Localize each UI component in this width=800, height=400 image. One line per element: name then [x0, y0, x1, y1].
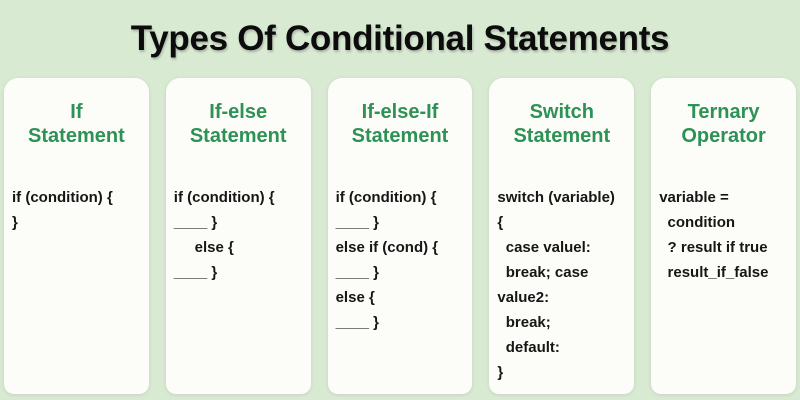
card-title: Ternary Operator	[681, 101, 766, 147]
card-title: If Statement	[28, 101, 125, 147]
card-if-else-statement: If-else Statement if (condition) { ____ …	[165, 78, 311, 394]
card-if-statement: If Statement if (condition) { }	[4, 78, 149, 394]
page-title: Types Of Conditional Statements	[130, 19, 670, 58]
card-title: Switch Statement	[513, 101, 611, 147]
card-code: switch (variable) { case valuel: break; …	[497, 189, 615, 381]
card-title: If-else Statement	[189, 101, 287, 147]
card-code: if (condition) { ____ } else if (cond) {…	[335, 189, 439, 331]
card-code: if (condition) { ____ } else { ____ }	[173, 189, 275, 281]
card-ternary-operator: Ternary Operator variable = condition ? …	[651, 78, 796, 394]
cards-container: If Statement if (condition) { } If-else …	[0, 78, 800, 397]
card-title: If-else-If Statement	[351, 101, 449, 147]
card-switch-statement: Switch Statement switch (variable) { cas…	[489, 78, 635, 394]
card-code: variable = condition ? result if true re…	[659, 189, 769, 281]
card-if-else-if-statement: If-else-If Statement if (condition) { __…	[327, 78, 473, 394]
header: Types Of Conditional Statements	[0, 0, 800, 78]
card-code: if (condition) { }	[12, 189, 113, 231]
